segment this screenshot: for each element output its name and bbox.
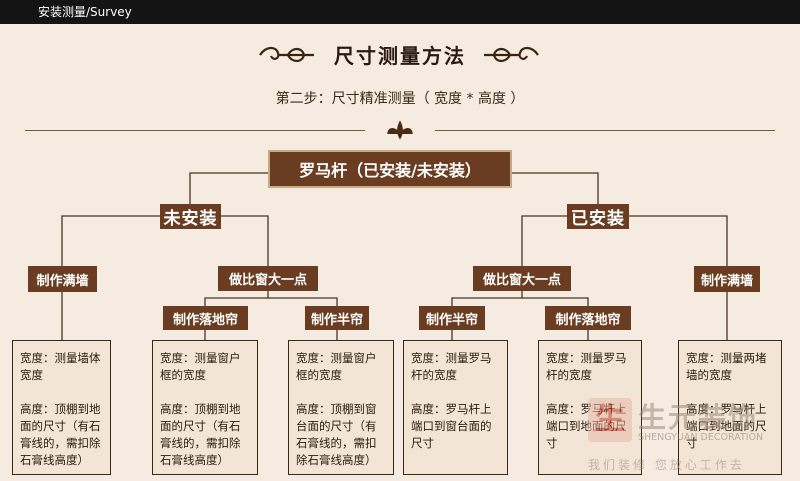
- leaf-card-1: 宽度：测量墙体 宽度 高度：顶棚到地 面的尺寸（有石 膏线的，需扣除 石膏线高度…: [12, 340, 111, 475]
- node-right-floor-curtain: 制作落地帘: [545, 306, 631, 330]
- page-title: 尺寸测量方法: [334, 44, 466, 68]
- leaf-card-4: 宽度：测量罗马 杆的宽度 高度：罗马杆上 端口到窗台面的 尺寸: [403, 340, 508, 475]
- node-left-half-curtain: 制作半帘: [305, 306, 369, 330]
- divider-right: [435, 130, 775, 131]
- branch-not-installed: 未安装: [160, 204, 221, 229]
- watermark-slogan: 我们装修 您放心工作去: [588, 458, 745, 472]
- fleur-ornament: [387, 120, 413, 140]
- node-left-bigger-window: 做比窗大一点: [218, 266, 318, 291]
- left-swirl-ornament: [259, 46, 314, 63]
- top-bar: 安装测量/Survey: [0, 0, 800, 24]
- leaf-card-2: 宽度：测量窗户 框的宽度 高度：顶棚到地 面的尺寸（有石 膏线的，需扣除 石膏线…: [152, 340, 258, 475]
- node-right-bigger-window: 做比窗大一点: [473, 266, 571, 291]
- root-node: 罗马杆（已安装/未安装）: [268, 150, 512, 188]
- leaf-card-6: 宽度：测量两堵 墙的宽度 高度：罗马杆上 端口到地面的尺 寸: [678, 340, 782, 475]
- branch-installed: 已安装: [567, 204, 629, 229]
- watermark: 生 生元装饰 SHENGYUAN DECORATION 我们装修 您放心工作去: [588, 398, 798, 478]
- watermark-brand-en: SHENGYUAN DECORATION: [638, 432, 764, 443]
- right-swirl-ornament: [484, 46, 539, 63]
- page-subtitle: 第二步：尺寸精准测量（ 宽度 * 高度 ）: [275, 91, 525, 107]
- watermark-logo: 生: [588, 398, 632, 442]
- node-right-half-curtain: 制作半帘: [419, 306, 485, 330]
- node-right-full-wall: 制作满墙: [694, 266, 760, 292]
- node-left-floor-curtain: 制作落地帘: [163, 306, 248, 330]
- divider-left: [25, 130, 365, 131]
- watermark-brand-cn: 生元装饰: [638, 401, 759, 434]
- node-left-full-wall: 制作满墙: [28, 266, 97, 292]
- leaf-card-3: 宽度：测量窗户 框的宽度 高度：顶棚到窗 台面的尺寸（有 石膏线的，需扣 除石膏…: [288, 340, 394, 475]
- breadcrumb: 安装测量/Survey: [38, 5, 132, 19]
